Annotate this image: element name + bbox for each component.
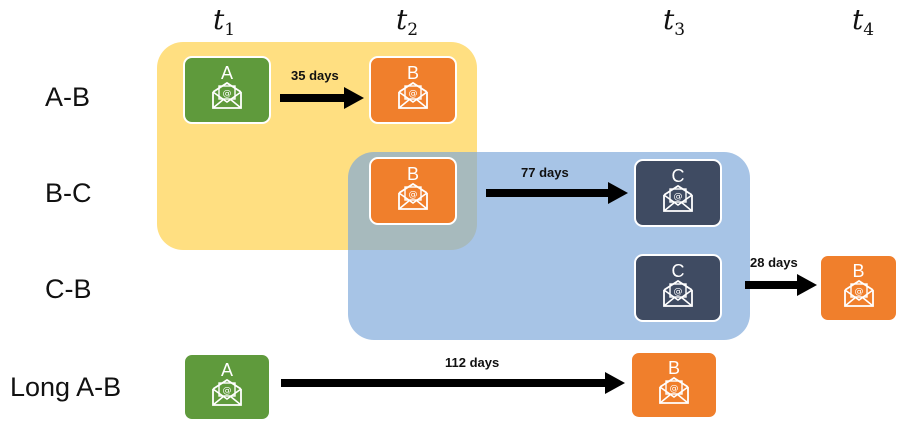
row-label-a-b: A-B: [45, 82, 91, 112]
node-letter: B: [406, 164, 419, 184]
node-b-t4: B @: [819, 254, 898, 322]
email-envelope-icon: @: [212, 81, 242, 109]
svg-text:@: @: [674, 287, 683, 297]
svg-text:@: @: [223, 386, 232, 396]
node-a-t1: A @: [183, 56, 271, 124]
svg-text:@: @: [409, 89, 418, 99]
node-b-t2-row2: B @: [369, 157, 457, 225]
email-envelope-icon: @: [398, 182, 428, 210]
svg-text:@: @: [674, 192, 683, 202]
node-c-t3-row2: C @: [634, 159, 722, 227]
arrow-a-b: [280, 87, 364, 109]
node-letter: B: [406, 63, 419, 83]
email-envelope-icon: @: [663, 279, 693, 307]
email-envelope-icon: @: [843, 279, 874, 307]
email-envelope-icon: @: [212, 378, 242, 406]
node-letter: C: [671, 166, 685, 186]
node-letter: A: [220, 360, 233, 380]
node-letter: B: [852, 261, 865, 281]
time-label-t2: t2: [396, 3, 419, 40]
arrow-long-a-b: [281, 372, 625, 394]
interval-label-long-a-b: 112 days: [445, 355, 500, 370]
arrow-b-c: [486, 182, 628, 204]
svg-text:@: @: [670, 384, 679, 394]
interval-label-b-c: 77 days: [521, 165, 569, 180]
arrow-c-b: [745, 274, 817, 296]
node-letter: C: [671, 261, 685, 281]
svg-text:@: @: [854, 287, 863, 297]
interval-label-c-b: 28 days: [750, 255, 798, 270]
email-envelope-icon: @: [398, 81, 428, 109]
row-label-b-c: B-C: [45, 178, 92, 208]
node-letter: A: [220, 63, 233, 83]
email-envelope-icon: @: [659, 376, 689, 404]
row-label-long-a-b: Long A-B: [10, 372, 122, 402]
node-a-t1-long: A @: [183, 353, 271, 421]
row-label-c-b: C-B: [45, 274, 92, 304]
svg-text:@: @: [409, 190, 418, 200]
node-letter: B: [667, 358, 680, 378]
time-label-t4: t4: [852, 3, 875, 40]
interval-label-a-b: 35 days: [291, 68, 339, 83]
email-envelope-icon: @: [663, 184, 693, 212]
svg-text:@: @: [223, 89, 232, 99]
time-label-t3: t3: [663, 3, 686, 40]
node-b-t3-long: B @: [630, 351, 718, 419]
time-label-t1: t1: [213, 3, 236, 40]
node-b-t2-row1: B @: [369, 56, 457, 124]
node-c-t3-row3: C @: [634, 254, 722, 322]
